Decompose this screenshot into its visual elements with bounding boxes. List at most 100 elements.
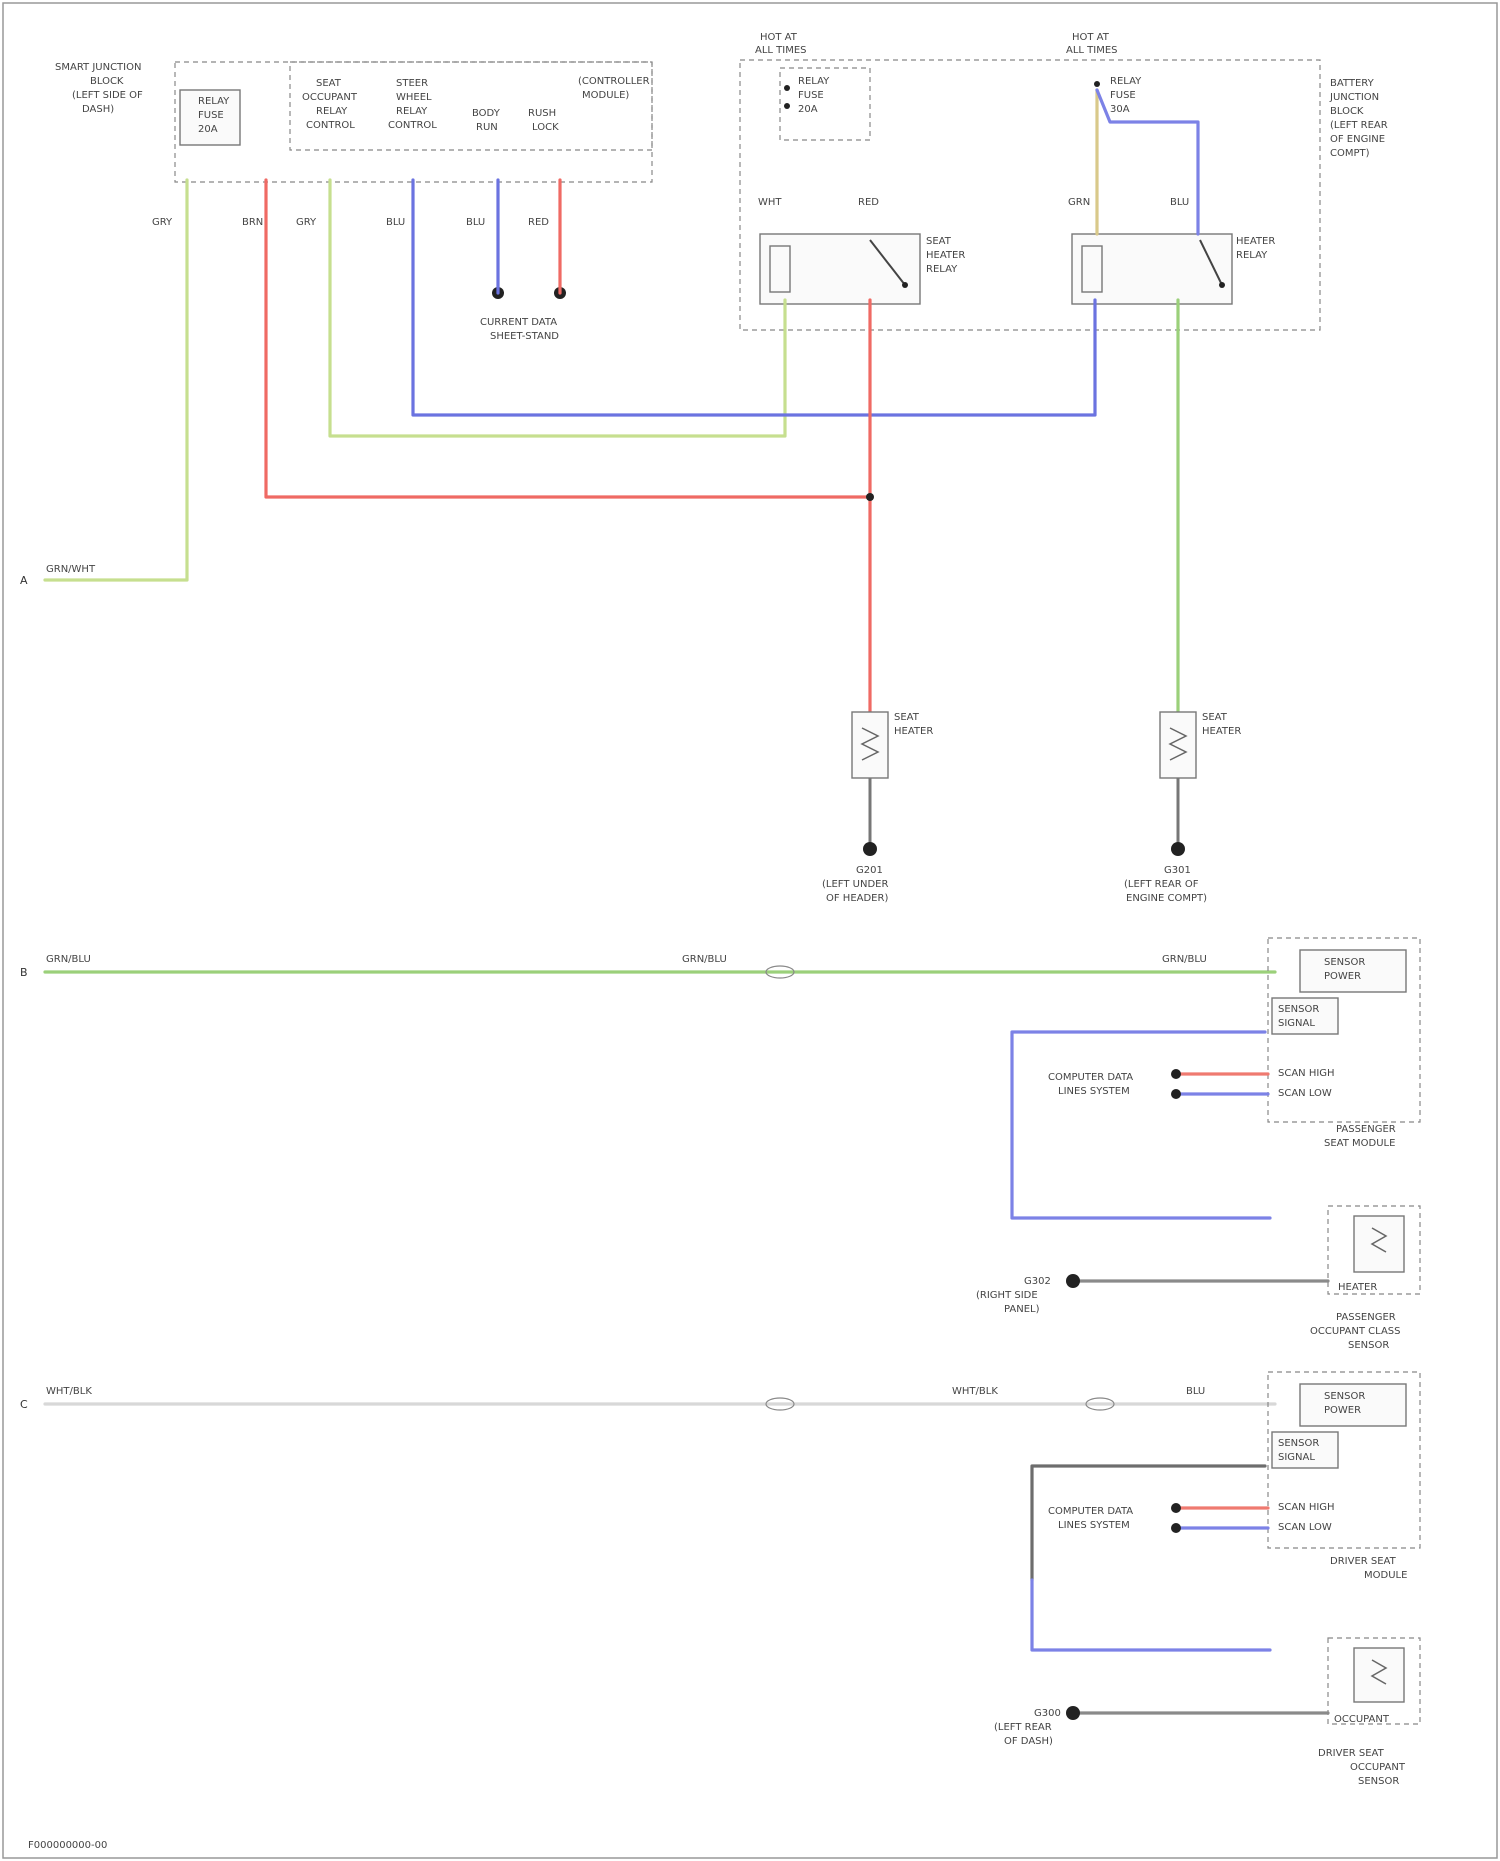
c-ground-0: G300	[1034, 1708, 1061, 1719]
section-a-letter: A	[20, 574, 28, 587]
b-module-name-0: PASSENGER	[1336, 1124, 1396, 1135]
heater-right-label-0: SEAT	[1202, 712, 1228, 723]
wire-code-6: WHT	[758, 197, 782, 208]
c-module-name-1: MODULE	[1364, 1570, 1407, 1581]
module-label-0: SEAT	[316, 78, 342, 89]
section-c-blue-loop	[1032, 1580, 1270, 1650]
top-ground-connector: CURRENT DATA SHEET-STAND	[480, 287, 566, 342]
relay2-label-1: RELAY	[1236, 250, 1268, 261]
top-ground-label-0: CURRENT DATA	[480, 317, 557, 328]
c-sensor-name-2: SENSOR	[1358, 1776, 1399, 1787]
relay2-label-0: HEATER	[1236, 236, 1275, 247]
section-b-wire-left: GRN/BLU	[46, 954, 91, 965]
fuse-b-1: FUSE	[1110, 90, 1136, 101]
module-label-3: CONTROL	[306, 120, 355, 131]
seat-heater-relay: SEAT HEATER RELAY	[760, 234, 965, 304]
wire-code-3: BLU	[386, 217, 405, 228]
b-sensor-ref-1: SIGNAL	[1278, 1018, 1315, 1029]
c-sensor-ref-1: SIGNAL	[1278, 1452, 1315, 1463]
c-sensor-top-0: SENSOR	[1324, 1391, 1365, 1402]
ground-right-1: (LEFT REAR OF	[1124, 879, 1199, 890]
top-ground-label-1: SHEET-STAND	[490, 331, 559, 342]
wire-code-9: GRN	[1068, 197, 1090, 208]
c-ground-1: (LEFT REAR	[994, 1722, 1052, 1733]
wire-code-8: BLU	[1170, 197, 1189, 208]
b-sensor-ref-0: SENSOR	[1278, 1004, 1319, 1015]
ground-left-0: G201	[856, 865, 883, 876]
hot-2-1: ALL TIMES	[1066, 45, 1118, 56]
seat-heater-right: SEAT HEATER G301 (LEFT REAR OF ENGINE CO…	[1124, 712, 1241, 904]
diagram-id: F000000000-00	[28, 1840, 107, 1851]
wire-code-1: BRN	[242, 217, 263, 228]
driver-occupant-sensor: OCCUPANT DRIVER SEAT OCCUPANT SENSOR	[1318, 1638, 1420, 1787]
fuse-b-2: 30A	[1110, 104, 1130, 115]
wire-red-main	[266, 180, 870, 497]
b-comp-label-0: COMPUTER DATA	[1048, 1072, 1133, 1083]
hot-1-0: HOT AT	[760, 32, 798, 43]
module-label-2: RELAY	[316, 106, 348, 117]
c-comp-label-0: COMPUTER DATA	[1048, 1506, 1133, 1517]
hot-1-1: ALL TIMES	[755, 45, 807, 56]
sjb-label-1: BLOCK	[90, 76, 124, 87]
wire-code-0: GRY	[152, 217, 173, 228]
section-c-wire-mid: WHT/BLK	[952, 1386, 998, 1397]
b-can-lo: SCAN LOW	[1278, 1088, 1332, 1099]
module4-label-1: LOCK	[532, 122, 559, 133]
section-b-wire-right: GRN/BLU	[1162, 954, 1207, 965]
sjb-label-0: SMART JUNCTION	[55, 62, 141, 73]
module3-label-1: RUN	[476, 122, 498, 133]
wire-code-7: RED	[858, 197, 879, 208]
c-heater-label: OCCUPANT	[1334, 1714, 1390, 1725]
fuse-block-4: OF ENGINE	[1330, 134, 1385, 145]
section-c-wire-left: WHT/BLK	[46, 1386, 92, 1397]
controller-label-0: (CONTROLLER	[578, 76, 650, 87]
relay1-label-2: RELAY	[926, 264, 958, 275]
fuse-b-0: RELAY	[1110, 76, 1142, 87]
ground-left-2: OF HEADER)	[826, 893, 888, 904]
sjb-label-2: (LEFT SIDE OF	[72, 90, 143, 101]
wire-code-2: GRY	[296, 217, 317, 228]
c-comp-label-1: LINES SYSTEM	[1058, 1520, 1130, 1531]
c-can-lo: SCAN LOW	[1278, 1522, 1332, 1533]
heater-relay: HEATER RELAY	[1072, 234, 1275, 304]
c-sensor-ref-0: SENSOR	[1278, 1438, 1319, 1449]
ground-right-0: G301	[1164, 865, 1191, 876]
module2-label-3: CONTROL	[388, 120, 437, 131]
section-b-blue-loop	[1012, 1032, 1270, 1218]
wire-lime-left	[45, 180, 187, 580]
passenger-seat-module: SENSOR POWER SENSOR SIGNAL SCAN HIGH SCA…	[1268, 938, 1420, 1149]
relay-fuse-1: FUSE	[198, 110, 224, 121]
driver-seat-module: SENSOR POWER SENSOR SIGNAL SCAN HIGH SCA…	[1268, 1372, 1420, 1581]
b-sensor-name-1: OCCUPANT CLASS	[1310, 1326, 1400, 1337]
b-ground-0: G302	[1024, 1276, 1051, 1287]
page-frame	[3, 3, 1497, 1858]
fuse-a-0: RELAY	[798, 76, 830, 87]
heater-left-label-0: SEAT	[894, 712, 920, 723]
sjb-label-3: DASH)	[82, 104, 114, 115]
b-sensor-name-0: PASSENGER	[1336, 1312, 1396, 1323]
hot-2-0: HOT AT	[1072, 32, 1110, 43]
wire-blue-relay	[413, 180, 1095, 415]
c-ground-2: OF DASH)	[1004, 1736, 1053, 1747]
ground-left-1: (LEFT UNDER	[822, 879, 888, 890]
section-c-letter: C	[20, 1398, 28, 1411]
module2-label-1: WHEEL	[396, 92, 432, 103]
section-c-wire-right: BLU	[1186, 1386, 1205, 1397]
fuse-a-1: FUSE	[798, 90, 824, 101]
section-a-wire-label: GRN/WHT	[46, 564, 96, 575]
module-label-1: OCCUPANT	[302, 92, 358, 103]
b-module-name-1: SEAT MODULE	[1324, 1138, 1395, 1149]
section-b-letter: B	[20, 966, 28, 979]
module2-label-0: STEER	[396, 78, 428, 89]
relay1-label-1: HEATER	[926, 250, 965, 261]
fuse-block-1: JUNCTION	[1329, 92, 1379, 103]
fuse-block-3: (LEFT REAR	[1330, 120, 1388, 131]
heater-left-label-1: HEATER	[894, 726, 933, 737]
fuse-block-0: BATTERY	[1330, 78, 1375, 89]
b-sensor-top-0: SENSOR	[1324, 957, 1365, 968]
module3-label-0: BODY	[472, 108, 501, 119]
relay-fuse-2: 20A	[198, 124, 218, 135]
relay1-label-0: SEAT	[926, 236, 952, 247]
b-sensor-top-1: POWER	[1324, 971, 1361, 982]
